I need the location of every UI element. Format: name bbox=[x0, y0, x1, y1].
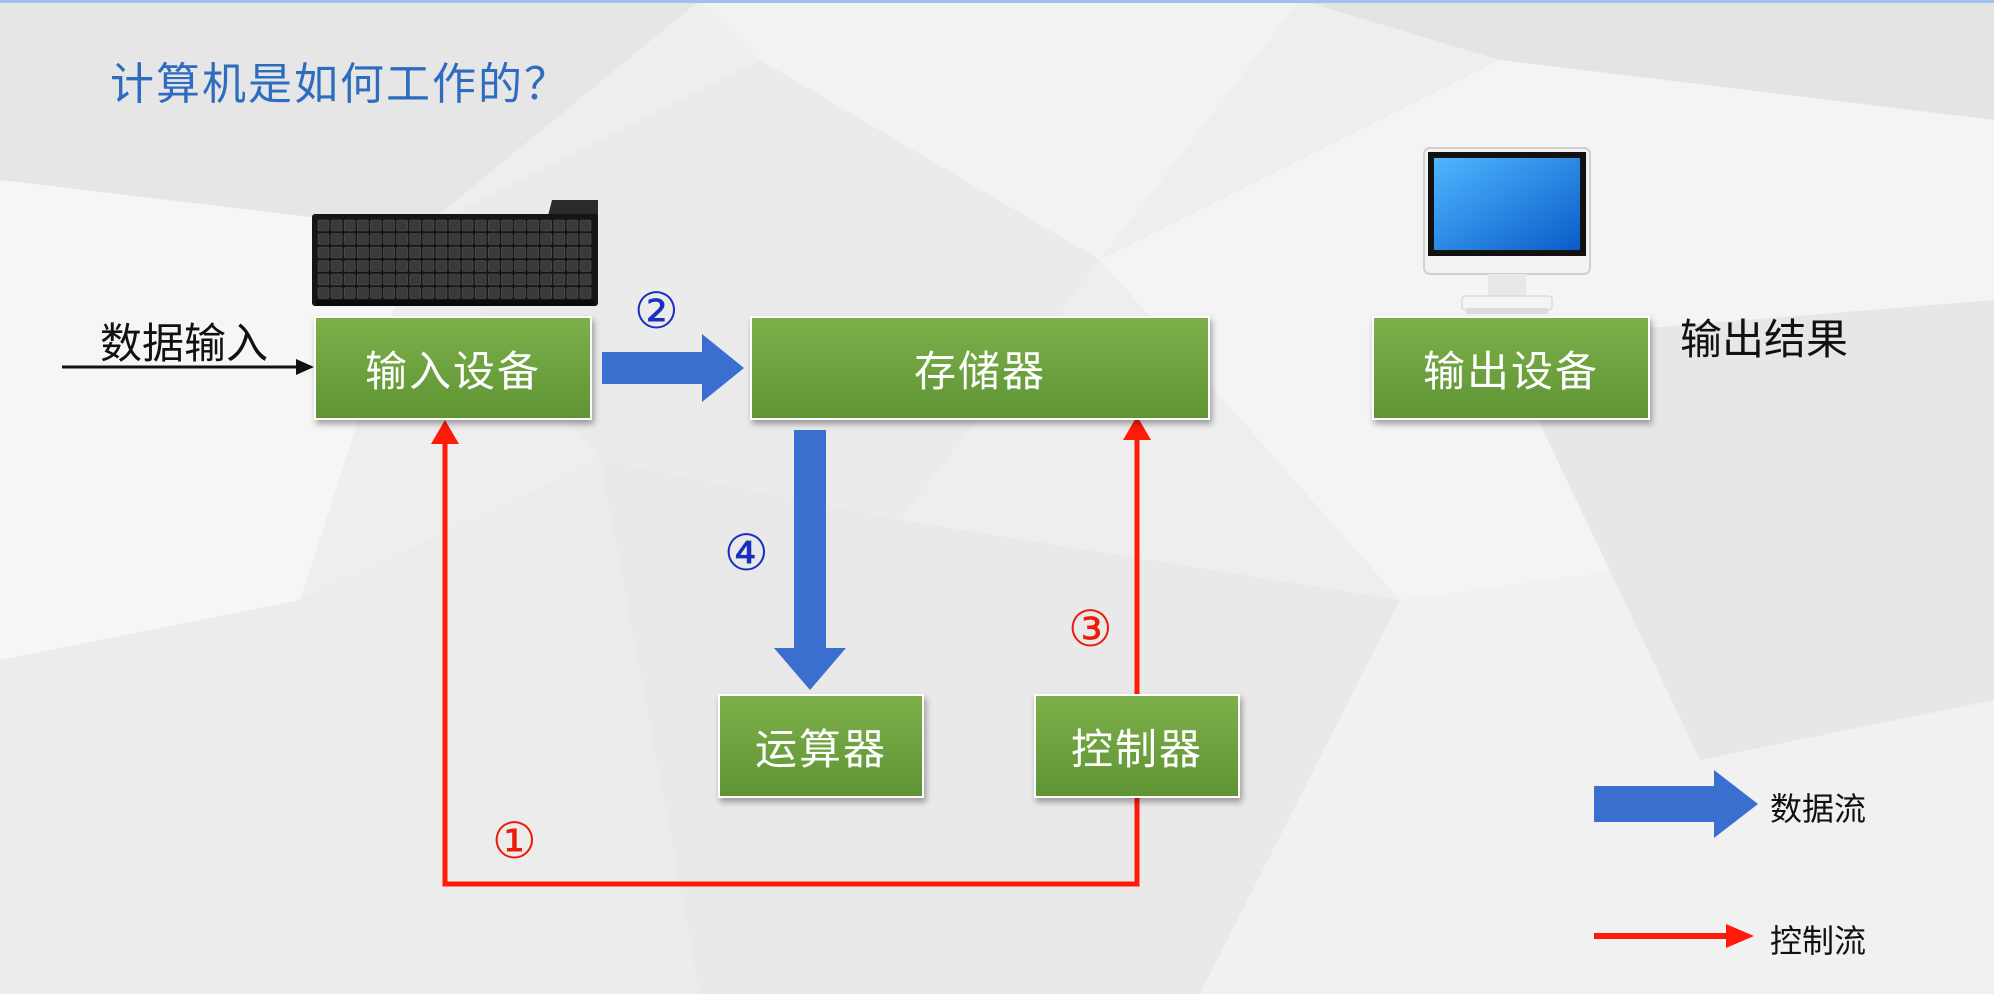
data-flow-arrow-input-to-memory bbox=[602, 334, 744, 402]
monitor-icon bbox=[1423, 147, 1591, 314]
input-device-box: 输入设备 bbox=[314, 316, 592, 420]
output-result-label: 输出结果 bbox=[1680, 315, 1849, 364]
data-flow-arrow-memory-to-alu bbox=[774, 430, 846, 690]
control-arrowhead-to-input bbox=[431, 420, 459, 444]
memory-box: 存储器 bbox=[750, 316, 1210, 420]
legend-control-flow-arrowhead bbox=[1726, 924, 1754, 948]
data-input-label: 数据输入 bbox=[100, 319, 269, 368]
step-number-1: ① bbox=[492, 812, 537, 870]
legend-data-flow-arrow bbox=[1594, 770, 1758, 838]
step-number-4: ④ bbox=[724, 524, 769, 582]
step-number-3: ③ bbox=[1068, 600, 1113, 658]
output-device-box: 输出设备 bbox=[1372, 316, 1650, 420]
step-number-2: ② bbox=[634, 282, 679, 340]
control-arrowhead-to-memory bbox=[1123, 416, 1151, 440]
legend-data-flow-label: 数据流 bbox=[1770, 790, 1867, 828]
legend-control-flow-label: 控制流 bbox=[1770, 922, 1867, 960]
keyboard-icon bbox=[312, 200, 598, 306]
alu-box: 运算器 bbox=[718, 694, 924, 798]
control-flow-loop-controller-to-input bbox=[442, 440, 1140, 887]
controller-box: 控制器 bbox=[1034, 694, 1240, 798]
page-title: 计算机是如何工作的？ bbox=[110, 59, 570, 110]
data-input-arrowhead bbox=[296, 359, 314, 375]
